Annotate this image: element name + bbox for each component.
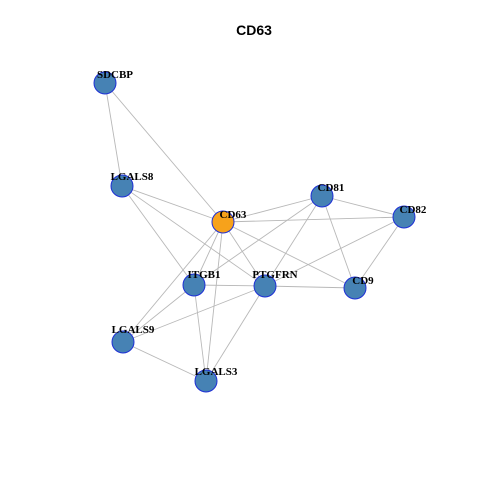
edge-cd81-cd82 [321,195,405,218]
edge-cd82-cd9 [354,216,405,289]
edge-cd63-ptgfrn [222,221,266,287]
node-itgb1 [182,273,206,297]
edge-lgals8-itgb1 [121,185,195,286]
node-label-lgals8: LGALS8 [111,171,154,183]
diagram-title: CD63 [236,22,272,38]
node-layer [93,71,416,393]
edge-cd63-cd82 [222,216,405,223]
edge-cd63-itgb1 [193,221,224,286]
node-cd63 [211,210,235,234]
edge-itgb1-lgals9 [122,284,195,343]
edge-ptgfrn-lgals9 [122,285,266,343]
node-label-itgb1: ITGB1 [187,269,220,281]
node-cd9 [343,276,367,300]
node-label-cd63: CD63 [220,209,247,221]
node-cd82 [392,205,416,229]
node-label-lgals3: LGALS3 [195,366,238,378]
edge-ptgfrn-lgals3 [205,285,266,382]
node-lgals3 [194,369,218,393]
edge-cd63-cd9 [222,221,356,289]
node-ptgfrn [253,274,277,298]
edge-cd81-ptgfrn [264,195,323,287]
node-label-cd9: CD9 [352,275,374,287]
node-lgals9 [111,330,135,354]
edge-itgb1-ptgfrn [193,284,266,287]
edge-cd63-lgals9 [122,221,224,343]
node-sdcbp [93,71,117,95]
edge-sdcbp-cd63 [104,82,224,223]
edge-lgals8-ptgfrn [121,185,266,287]
node-label-cd81: CD81 [318,182,345,194]
node-label-cd82: CD82 [400,204,427,216]
edge-lgals8-cd63 [121,185,224,223]
edge-cd81-itgb1 [193,195,323,286]
edge-cd81-cd9 [321,195,356,289]
edge-cd63-cd81 [222,195,323,223]
node-label-ptgfrn: PTGFRN [252,269,297,281]
edge-ptgfrn-cd9 [264,285,356,289]
edge-itgb1-lgals3 [193,284,207,382]
edge-layer [104,82,405,382]
edge-lgals9-lgals3 [122,341,207,382]
edge-sdcbp-lgals8 [104,82,123,187]
node-cd81 [310,184,334,208]
edge-cd63-lgals3 [205,221,224,382]
node-label-sdcbp: SDCBP [97,69,133,81]
node-label-lgals9: LGALS9 [112,324,155,336]
node-lgals8 [110,174,134,198]
edge-cd82-ptgfrn [264,216,405,287]
